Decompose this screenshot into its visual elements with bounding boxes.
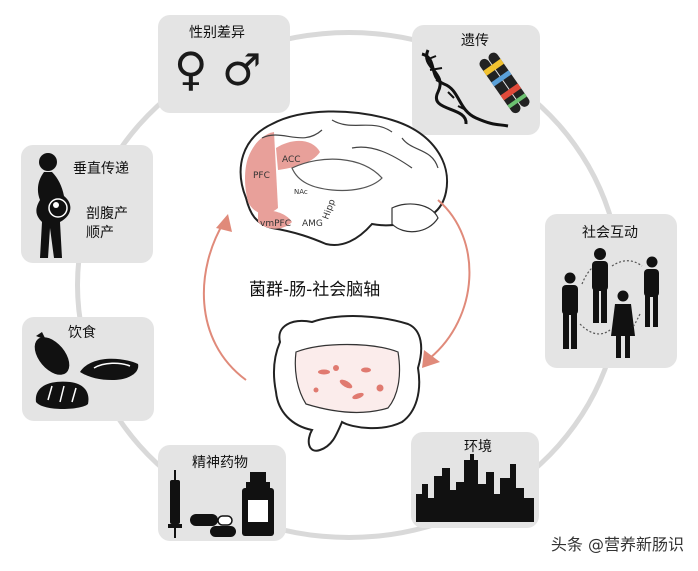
social-interaction-label: 社会互动 [582,225,638,241]
svg-text:AMG: AMG [302,219,323,229]
female-symbol-icon: ♀ [174,42,208,96]
center-title: 菌群-肠-社会脑轴 [249,280,381,300]
people-interacting-icon [562,248,659,358]
pfc-region [245,132,278,214]
food-icon [34,332,139,409]
environment-label: 环境 [464,439,492,455]
pills-icon [190,514,236,537]
acc-region [276,140,320,170]
city-skyline-icon [416,454,534,522]
sex-differences-label: 性别差异 [189,25,245,41]
drugs-icon [168,470,274,538]
svg-text:NAc: NAc [294,188,308,196]
arrow-up-left [202,221,247,381]
diet-label: 饮食 [68,325,96,341]
gut-illustration [272,315,423,452]
vmpfc-region [258,210,292,229]
syringe-icon [168,470,182,538]
male-symbol-icon: ♂ [222,45,262,96]
svg-text:vmPFC: vmPFC [260,219,291,229]
bread-icon [35,381,89,409]
brain-illustration: PFC ACC vmPFC AMG Hipp NAc [239,110,448,246]
fish-steak-icon [80,358,139,380]
pregnant-woman-icon [36,153,71,258]
c-section-label: 剖腹产 [86,206,128,222]
medicine-bottle-icon [242,472,274,536]
vertical-transmission-label: 垂直传递 [73,161,129,177]
dna-chromosome-icon [421,49,530,128]
natural-birth-label: 顺产 [86,225,114,241]
arrow-down-right [429,199,471,359]
svg-text:ACC: ACC [282,155,301,165]
sex-differences-box [158,15,290,113]
svg-text:PFC: PFC [253,171,270,181]
psychotropic-drugs-label: 精神药物 [192,455,248,471]
watermark: 头条 @营养新肠识 [550,535,684,554]
genetics-label: 遗传 [461,33,489,49]
eggplant-icon [34,332,70,375]
